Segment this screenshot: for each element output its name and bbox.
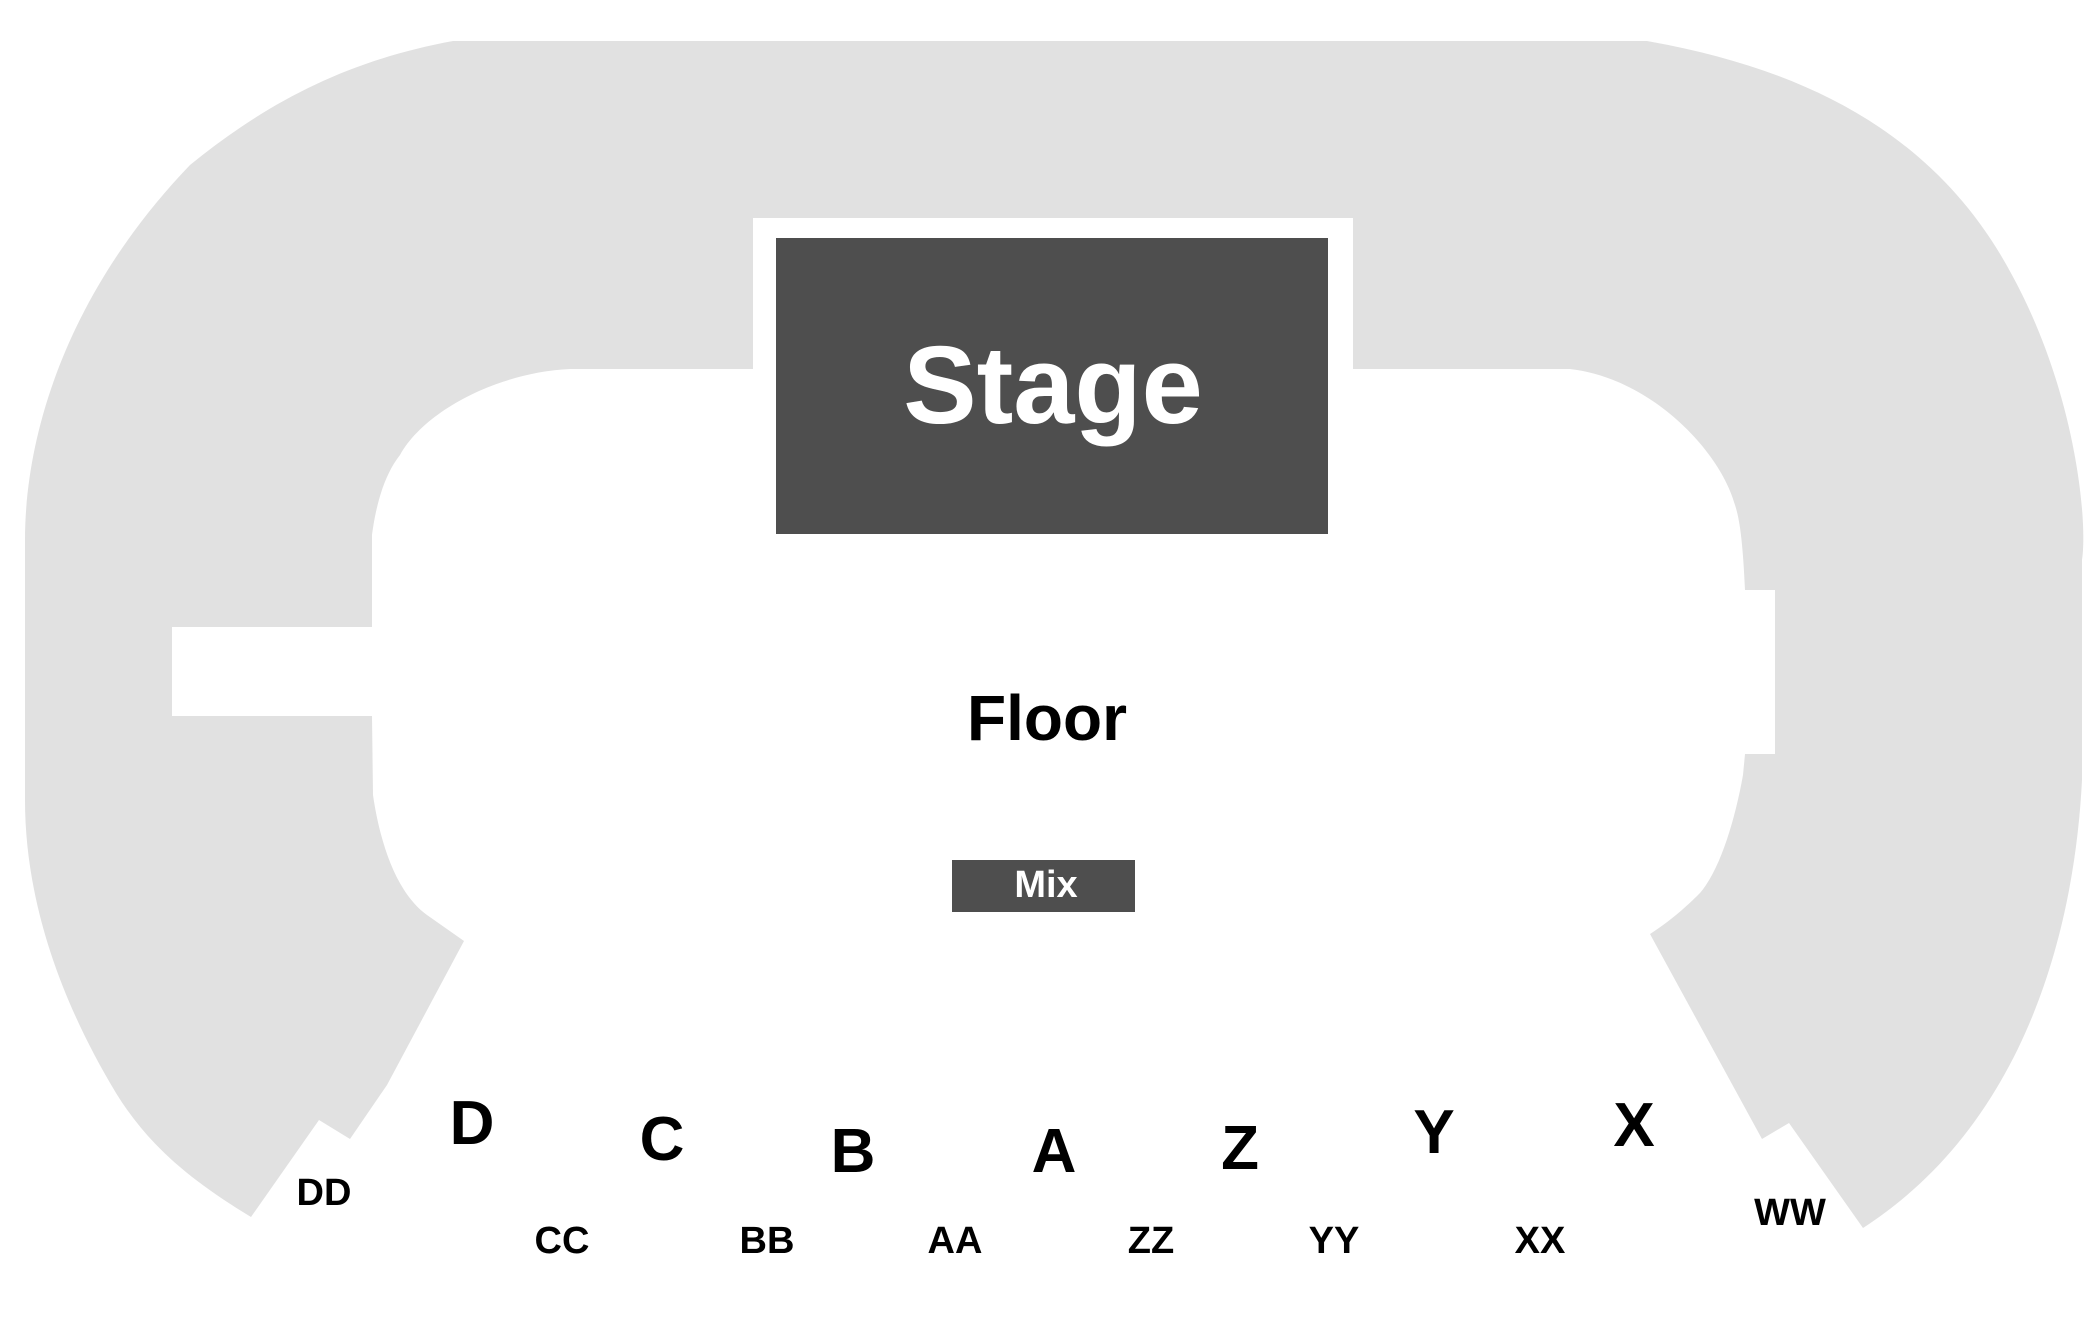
section-y[interactable]: Y bbox=[1413, 1098, 1454, 1167]
section-c[interactable]: C bbox=[640, 1105, 685, 1174]
section-bb[interactable]: BB bbox=[740, 1220, 795, 1262]
section-yy[interactable]: YY bbox=[1309, 1220, 1360, 1262]
section-cc[interactable]: CC bbox=[535, 1220, 590, 1262]
section-aa[interactable]: AA bbox=[928, 1220, 983, 1262]
floor-label[interactable]: Floor bbox=[967, 682, 1127, 754]
seating-bowl[interactable] bbox=[25, 41, 2084, 1228]
stage-area[interactable] bbox=[776, 238, 1328, 534]
section-x[interactable]: X bbox=[1613, 1091, 1654, 1160]
section-d[interactable]: D bbox=[450, 1089, 495, 1158]
section-dd[interactable]: DD bbox=[297, 1172, 352, 1214]
stage-label: Stage bbox=[903, 324, 1203, 447]
section-b[interactable]: B bbox=[831, 1117, 876, 1186]
section-z[interactable]: Z bbox=[1221, 1114, 1259, 1183]
section-zz[interactable]: ZZ bbox=[1128, 1220, 1174, 1262]
section-xx[interactable]: XX bbox=[1515, 1220, 1566, 1262]
mix-label: Mix bbox=[1014, 864, 1077, 906]
section-a[interactable]: A bbox=[1032, 1117, 1077, 1186]
section-ww[interactable]: WW bbox=[1754, 1192, 1826, 1234]
mix-position[interactable] bbox=[952, 860, 1135, 912]
